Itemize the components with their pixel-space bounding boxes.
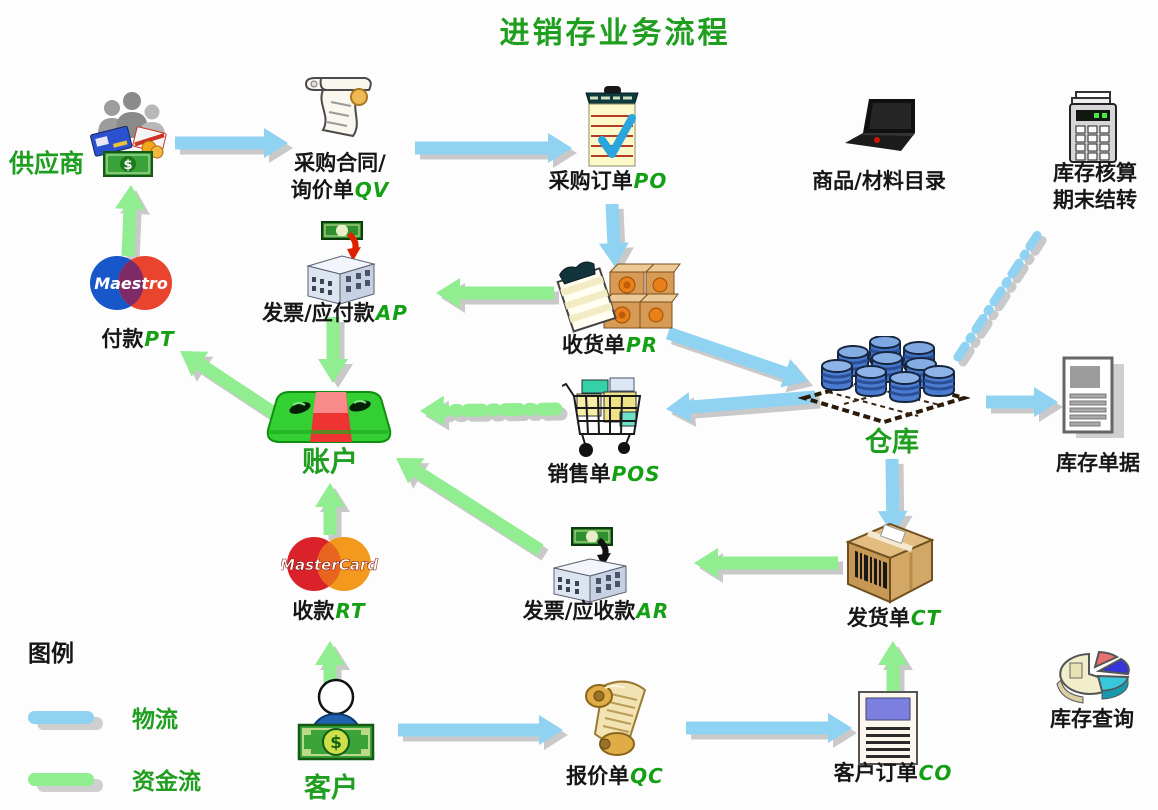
cash-co-to-ct <box>878 641 908 691</box>
mastercard-logo: MasterCard <box>281 533 379 603</box>
goods-receipt-boxes-icon <box>556 258 681 333</box>
legend: 图例 物流 资金流 <box>28 634 201 796</box>
qc-label: 报价单QC <box>566 764 664 788</box>
warehouse-label: 仓库 <box>865 427 919 458</box>
legend-row-logistics: 物流 <box>28 700 201 734</box>
flow-warehouse-to-ct <box>877 458 908 535</box>
inventory-document-icon <box>1060 356 1128 444</box>
closing-calculator-icon <box>1066 90 1120 166</box>
docs-label: 库存单据 <box>1056 451 1140 475</box>
quotation-scroll-icon <box>575 676 663 764</box>
contract-label: 采购合同/ 询价单QV <box>290 151 390 202</box>
svg-text:$: $ <box>123 158 132 173</box>
customer-label: 客户 <box>304 773 358 804</box>
logistics-flow-swatch <box>28 710 94 724</box>
cash-pos-to-account <box>420 395 563 426</box>
closing-label: 库存核算 期末结转 <box>1053 161 1137 212</box>
catalog-label: 商品/材料目录 <box>812 169 946 193</box>
query-label: 库存查询 <box>1050 707 1134 731</box>
cashflow-label: 资金流 <box>132 769 201 795</box>
flow-warehouse-to-docs <box>986 387 1058 417</box>
legend-title: 图例 <box>28 641 74 667</box>
cashflow-swatch <box>28 772 94 786</box>
cash-pr-to-ap <box>436 278 554 308</box>
payment-label: 付款PT <box>101 327 175 351</box>
svg-text:$: $ <box>330 733 342 753</box>
cash-ct-to-ar <box>694 548 838 578</box>
ct-label: 发货单CT <box>846 606 942 630</box>
flow-supplier-to-contract <box>175 128 288 158</box>
customer-person-money-icon: $ <box>290 678 382 770</box>
flow-warehouse-to-pos <box>666 390 816 423</box>
receipt-label: 收款RT <box>292 599 366 623</box>
pos-label: 销售单POS <box>547 462 661 486</box>
flow-warehouse-to-closing <box>953 226 1045 362</box>
account-wallet-icon <box>260 386 398 450</box>
supplier-people-money-icon: $ <box>86 88 178 180</box>
contract-scroll-icon <box>293 70 381 148</box>
cash-rt-to-account <box>315 483 345 535</box>
customer-order-document-icon <box>856 690 920 766</box>
legend-row-cashflow: 资金流 <box>28 762 201 796</box>
sales-shopping-cart-icon <box>562 376 654 460</box>
maestro-card-logo: Maestro <box>86 250 176 320</box>
purchase-order-clipboard-icon <box>574 84 650 172</box>
cash-ap-to-account <box>318 317 348 383</box>
ar-invoice-building-icon <box>545 526 637 604</box>
pr-label: 收货单PR <box>561 333 659 357</box>
cash-payment-to-supplier <box>115 185 145 257</box>
page-title: 进销存业务流程 <box>499 16 731 51</box>
supplier-label: 供应商 <box>9 149 85 178</box>
warehouse-barrels-icon <box>798 336 970 426</box>
cash-ar-to-account <box>396 458 544 556</box>
flow-customer-to-qc <box>398 715 563 745</box>
svg-text:MasterCard: MasterCard <box>281 556 378 574</box>
co-label: 客户订单CO <box>833 761 953 785</box>
logistics-flow-label: 物流 <box>132 707 178 733</box>
flow-contract-to-po <box>415 133 572 163</box>
catalog-laptop-icon <box>843 97 919 163</box>
po-label: 采购订单PO <box>548 169 668 193</box>
shipping-box-icon <box>838 518 942 606</box>
ap-label: 发票/应付款AP <box>262 301 408 325</box>
flow-pr-to-warehouse <box>665 326 808 388</box>
flow-qc-to-co <box>686 713 852 743</box>
ar-label: 发票/应收款AR <box>522 599 670 623</box>
account-label: 账户 <box>301 445 359 478</box>
inventory-query-pie-icon <box>1043 650 1135 708</box>
ap-invoice-building-icon <box>302 220 380 308</box>
flow-po-to-pr <box>598 203 629 267</box>
svg-text:Maestro: Maestro <box>94 274 168 293</box>
